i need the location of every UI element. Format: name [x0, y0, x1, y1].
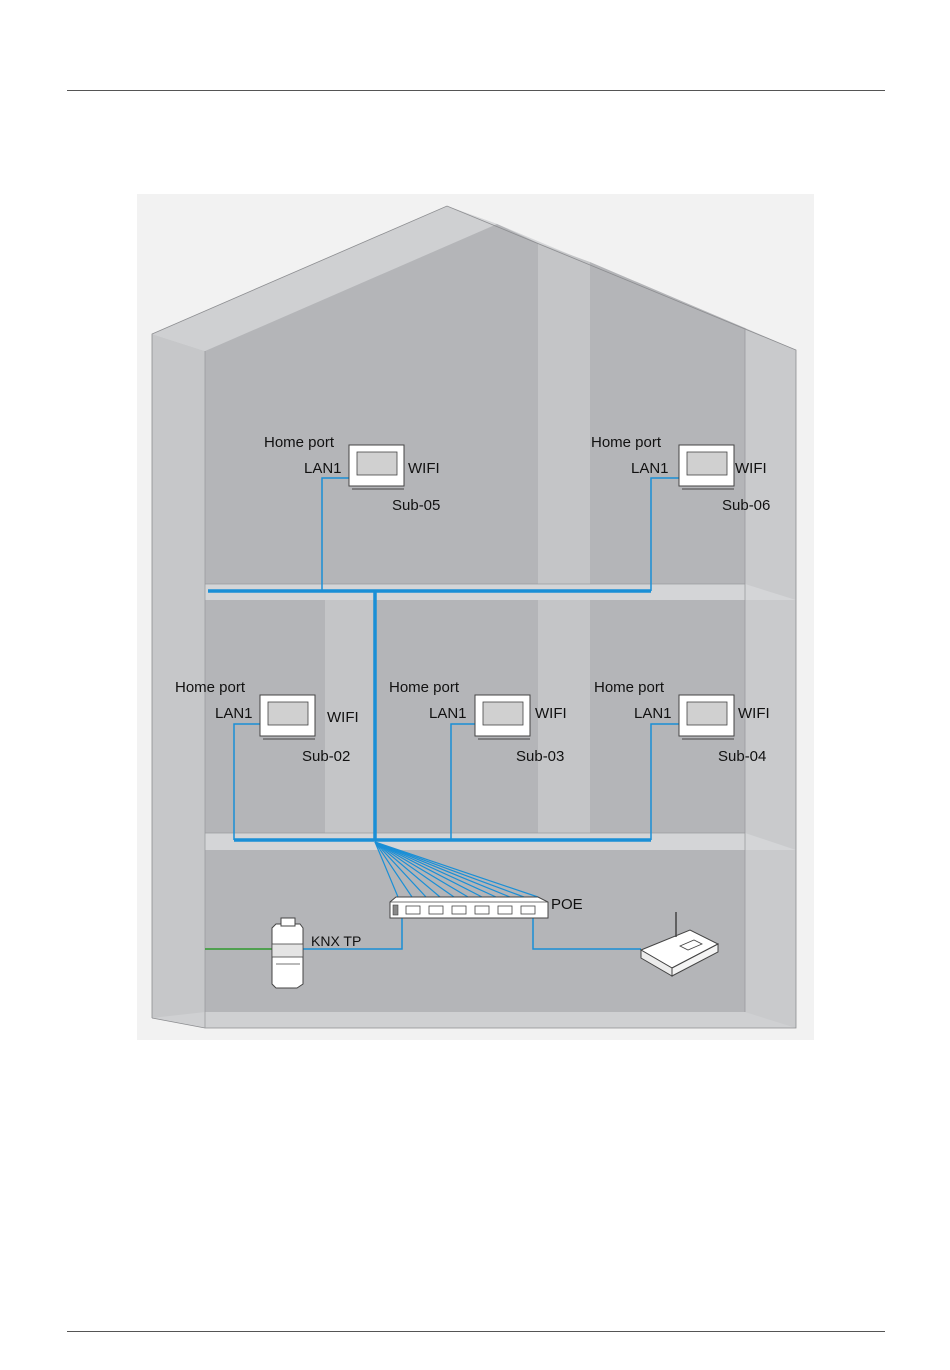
sub03-lan-label: LAN1 [429, 705, 467, 722]
sub05-wifi-label: WIFI [408, 460, 440, 477]
sub03-name-label: Sub-03 [516, 748, 564, 765]
indoor-monitor-icon [679, 445, 734, 489]
indoor-monitor-icon [679, 695, 734, 739]
sub05-name-label: Sub-05 [392, 497, 440, 514]
sub06-name-label: Sub-06 [722, 497, 770, 514]
sub02-name-label: Sub-02 [302, 748, 350, 765]
sub06-wifi-label: WIFI [735, 460, 767, 477]
sub04-name-label: Sub-04 [718, 748, 766, 765]
sub02-wifi-label: WIFI [327, 709, 359, 726]
poe-switch-label: POE [551, 896, 583, 913]
sub04-lan-label: LAN1 [634, 705, 672, 722]
indoor-monitor-icon [349, 445, 404, 489]
sub02-home-port-label: Home port [175, 679, 246, 696]
sub05-lan-label: LAN1 [304, 460, 342, 477]
sub06-lan-label: LAN1 [631, 460, 669, 477]
indoor-monitor-icon [475, 695, 530, 739]
knx-tp-label: KNX TP [311, 933, 361, 949]
knx-module-icon [272, 918, 303, 988]
sub04-home-port-label: Home port [594, 679, 665, 696]
sub06-home-port-label: Home port [591, 434, 662, 451]
poe-switch-icon [390, 897, 548, 918]
sub03-home-port-label: Home port [389, 679, 460, 696]
sub04-wifi-label: WIFI [738, 705, 770, 722]
indoor-monitor-icon [260, 695, 315, 739]
sub03-wifi-label: WIFI [535, 705, 567, 722]
sub02-lan-label: LAN1 [215, 705, 253, 722]
sub05-home-port-label: Home port [264, 434, 335, 451]
